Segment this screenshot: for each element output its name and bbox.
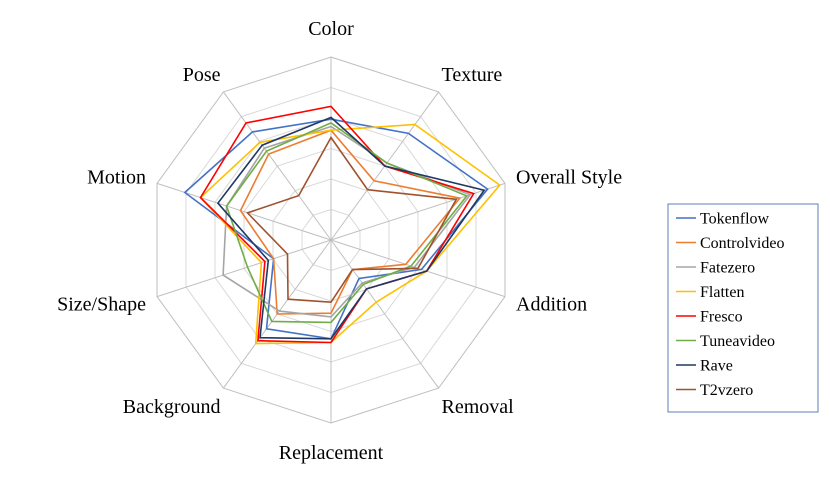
axis-label-size-shape: Size/Shape (57, 293, 146, 315)
series-lines (183, 105, 501, 345)
series-line-fresco (199, 105, 475, 344)
axis-spoke-8 (156, 239, 332, 298)
axis-spoke-5 (330, 239, 440, 389)
series-line-rave (216, 116, 486, 340)
legend-label-rave: Rave (700, 358, 733, 375)
axis-label-overall-style: Overall Style (516, 167, 622, 189)
axis-label-removal: Removal (442, 396, 515, 418)
legend-label-fatezero: Fatezero (700, 260, 755, 277)
legend-label-t2vzero: T2vzero (700, 382, 753, 399)
series-line-t2vzero (246, 135, 458, 304)
axis-label-addition: Addition (516, 293, 587, 315)
legend: TokenflowControlvideoFatezeroFlattenFres… (667, 203, 819, 413)
legend-box (667, 203, 819, 413)
legend-label-tokenflow: Tokenflow (700, 211, 770, 228)
axis-label-pose: Pose (183, 64, 221, 86)
axis-label-replacement: Replacement (279, 442, 384, 464)
series-line-tuneavideo (225, 121, 469, 324)
series-line-controlvideo (239, 129, 462, 315)
legend-label-fresco: Fresco (700, 309, 743, 326)
axis-spoke-3 (330, 182, 506, 241)
legend-label-flatten: Flatten (700, 284, 744, 301)
axis-spoke-10 (222, 91, 332, 241)
axis-label-texture: Texture (442, 64, 503, 86)
axis-label-background: Background (123, 396, 221, 418)
axis-label-color: Color (308, 18, 354, 40)
legend-label-controlvideo: Controlvideo (700, 235, 784, 252)
axis-label-motion: Motion (87, 167, 146, 189)
legend-label-tuneavideo: Tuneavideo (700, 333, 775, 350)
